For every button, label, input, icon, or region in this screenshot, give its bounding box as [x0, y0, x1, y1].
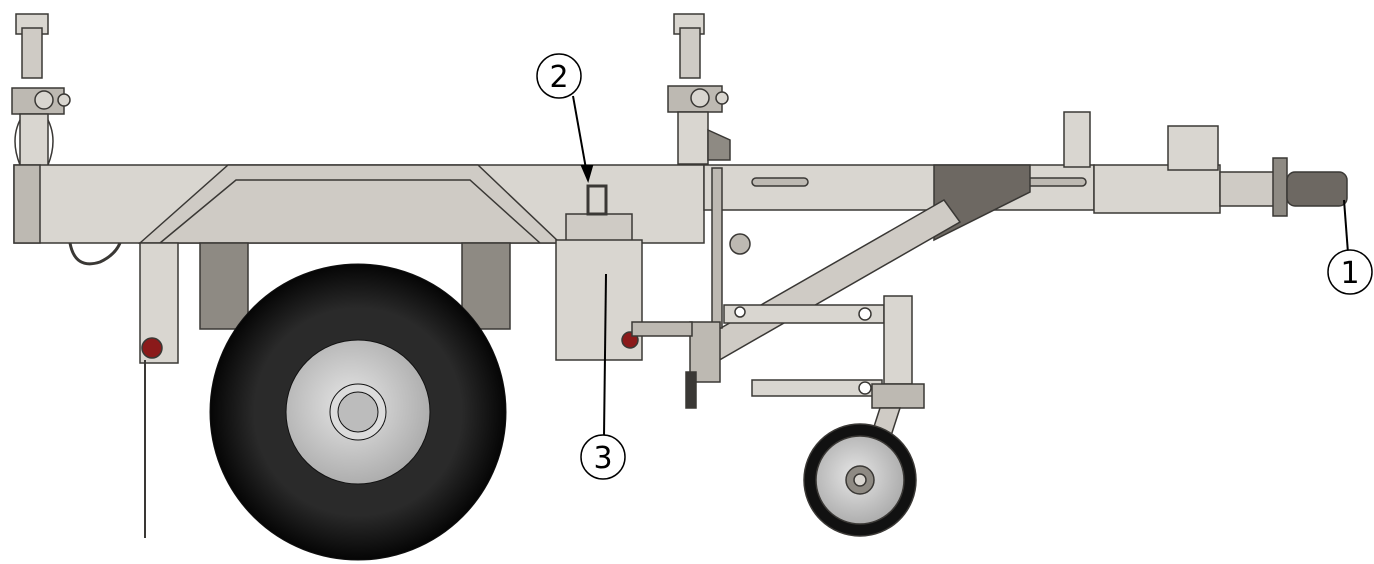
callout-3-label: 3 [593, 441, 612, 476]
callout-3: 3 [580, 434, 626, 480]
brace [685, 167, 962, 409]
tongue [703, 111, 1348, 242]
callout-2: 2 [536, 53, 582, 99]
mount-plates [139, 242, 511, 538]
right-mast [667, 13, 731, 165]
left-mast [11, 13, 71, 167]
main-wheel [209, 263, 507, 561]
callout-leaders [572, 95, 1349, 437]
callout-1: 1 [1327, 249, 1373, 295]
callout-1-label: 1 [1340, 256, 1359, 291]
component-box [555, 184, 693, 361]
callout-2-label: 2 [549, 60, 568, 95]
caster-wheel [803, 295, 925, 537]
